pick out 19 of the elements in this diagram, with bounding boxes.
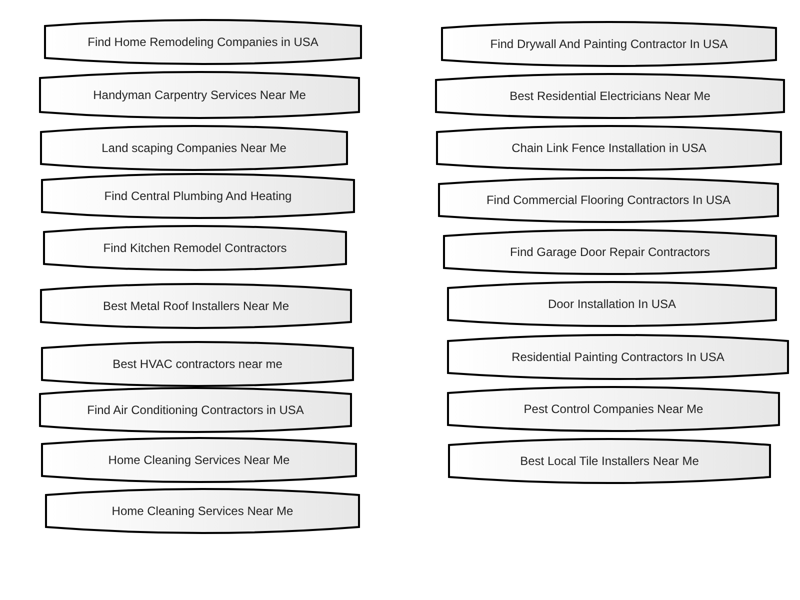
- node-label: Find Air Conditioning Contractors in USA: [86, 403, 305, 417]
- node-label: Find Central Plumbing And Heating: [103, 189, 293, 203]
- node-label: Best HVAC contractors near me: [112, 357, 284, 371]
- node-label: Find Garage Door Repair Contractors: [508, 245, 712, 259]
- node-label: Door Installation In USA: [546, 297, 678, 311]
- node-label: Handyman Carpentry Services Near Me: [92, 88, 307, 102]
- node-label: Find Commercial Flooring Contractors In USA: [485, 193, 732, 207]
- node-label: Chain Link Fence Installation in USA: [510, 141, 708, 155]
- node-label: Pest Control Companies Near Me: [522, 402, 704, 416]
- node-label: Best Local Tile Installers Near Me: [519, 454, 700, 468]
- node-label: Home Cleaning Services Near Me: [107, 453, 291, 467]
- node-label: Best Metal Roof Installers Near Me: [102, 299, 290, 313]
- node-label: Home Cleaning Services Near Me: [110, 504, 294, 518]
- node-label: Find Home Remodeling Companies in USA: [86, 35, 320, 49]
- node-label: Residential Painting Contractors In USA: [510, 350, 726, 364]
- node-label: Find Kitchen Remodel Contractors: [102, 241, 288, 255]
- node-label: Best Residential Electricians Near Me: [508, 89, 712, 103]
- node-label: Find Drywall And Painting Contractor In USA: [489, 37, 729, 51]
- node-label: Land scaping Companies Near Me: [100, 141, 288, 155]
